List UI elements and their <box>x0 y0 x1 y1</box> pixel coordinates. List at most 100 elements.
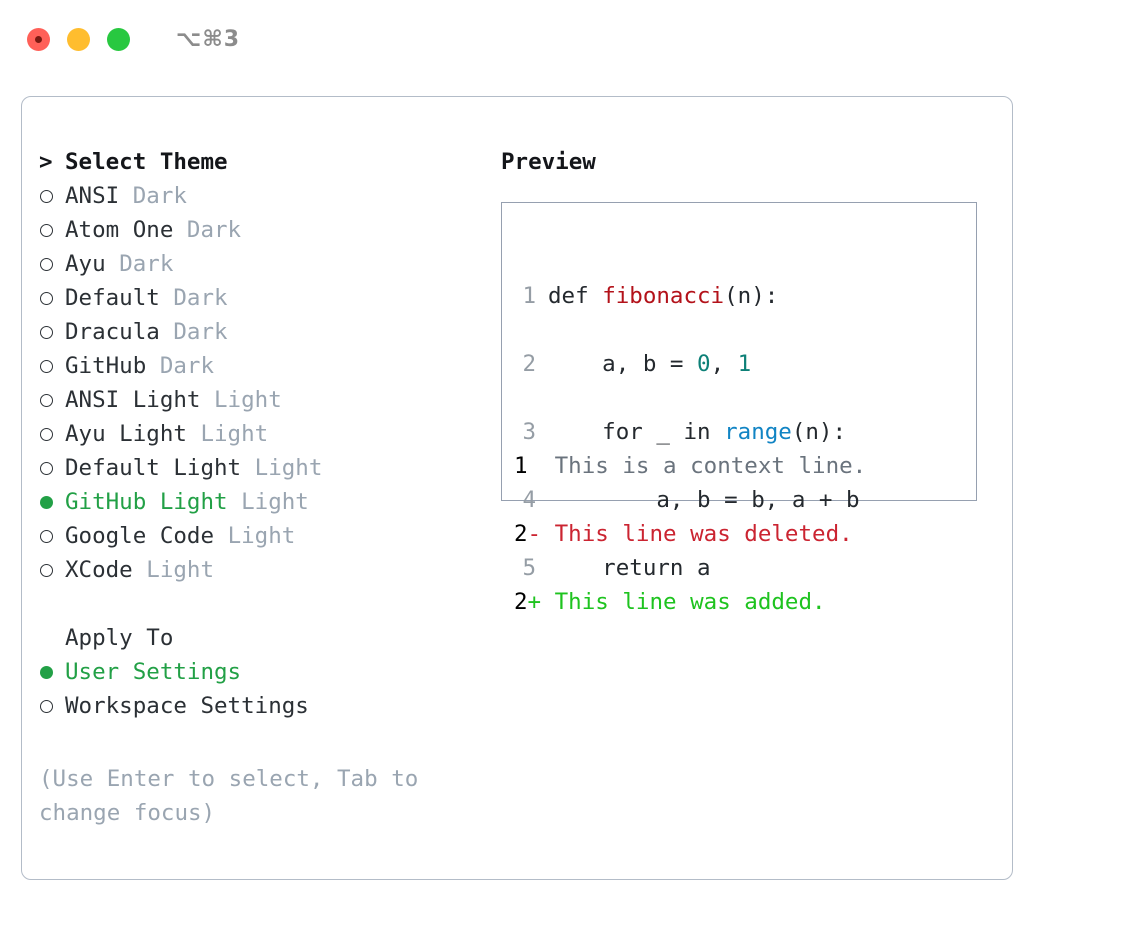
radio-icon[interactable] <box>39 417 65 451</box>
line-number: 3 <box>522 419 536 445</box>
apply-to-workspace-settings[interactable]: Workspace Settings <box>39 689 489 723</box>
theme-item-ayu-light[interactable]: Ayu Light Light <box>39 417 489 451</box>
code-line: 5 return a <box>514 551 860 585</box>
radio-icon[interactable] <box>39 451 65 485</box>
code-token: a, b = <box>548 351 698 377</box>
line-number: 2 <box>522 351 536 377</box>
line-number: 2 <box>514 521 528 547</box>
close-button-icon[interactable] <box>27 27 50 51</box>
theme-item-ansi[interactable]: ANSI Dark <box>39 179 489 213</box>
radio-icon[interactable] <box>39 689 65 723</box>
window-title: ⌥⌘3 <box>176 26 241 52</box>
radio-icon[interactable] <box>39 519 65 553</box>
radio-icon[interactable] <box>39 179 65 213</box>
theme-list-header: > Select Theme <box>39 145 489 179</box>
theme-name: ANSI Light <box>65 387 201 413</box>
code-token-number: 1 <box>737 351 752 377</box>
traffic-light-group <box>27 27 130 51</box>
code-token-function: fibonacci <box>602 283 725 309</box>
theme-name: Ayu Light <box>65 421 187 447</box>
diff-text: This is a context line. <box>554 453 867 479</box>
theme-variant: Dark <box>186 217 242 243</box>
theme-variant: Dark <box>173 319 228 345</box>
theme-selector-column: > Select Theme ANSI Dark Atom One Dark Ay… <box>39 145 489 723</box>
theme-name: Ayu <box>65 251 106 277</box>
theme-variant: Light <box>227 523 296 549</box>
theme-item-default[interactable]: Default Dark <box>39 281 489 315</box>
radio-icon[interactable] <box>39 247 65 281</box>
theme-variant: Dark <box>159 353 215 379</box>
code-line: 3 for _ in range(n): <box>514 415 860 449</box>
theme-item-default-light[interactable]: Default Light Light <box>39 451 489 485</box>
code-line: 2 a, b = 0, 1 <box>514 347 860 381</box>
radio-icon[interactable] <box>39 213 65 247</box>
theme-item-github[interactable]: GitHub Dark <box>39 349 489 383</box>
theme-item-ansi-light[interactable]: ANSI Light Light <box>39 383 489 417</box>
diff-text: This line was deleted. <box>554 521 853 547</box>
zoom-button-icon[interactable] <box>107 27 130 51</box>
code-token: , <box>710 351 738 377</box>
preview-title: Preview <box>501 149 596 175</box>
theme-item-ayu[interactable]: Ayu Dark <box>39 247 489 281</box>
radio-icon[interactable] <box>39 349 65 383</box>
diff-marker <box>528 453 542 479</box>
code-token: (n): <box>724 283 779 309</box>
radio-icon[interactable] <box>39 281 65 315</box>
line-number: 1 <box>522 283 536 309</box>
theme-name: Atom One <box>65 217 174 243</box>
theme-variant: Light <box>200 421 269 447</box>
code-token: a, b = b, a + b <box>548 487 860 513</box>
theme-item-github-light[interactable]: GitHub Light Light <box>39 485 489 519</box>
theme-variant: Light <box>214 387 282 413</box>
diff-sample: 1 This is a context line. 2- This line w… <box>514 415 866 687</box>
radio-icon[interactable] <box>39 315 65 349</box>
radio-icon-selected[interactable] <box>39 485 65 519</box>
theme-name: Dracula <box>65 319 160 345</box>
diff-line-deleted: 2- This line was deleted. <box>514 517 866 551</box>
keyboard-hint-text: (Use Enter to select, Tab to change focu… <box>39 766 419 826</box>
apply-to-label: Workspace Settings <box>65 693 309 719</box>
caret-icon: > <box>39 149 53 175</box>
radio-icon[interactable] <box>39 553 65 587</box>
theme-name: ANSI <box>65 183 120 209</box>
theme-item-dracula[interactable]: Dracula Dark <box>39 315 489 349</box>
line-number: 2 <box>514 589 528 615</box>
apply-to-header: Apply To <box>39 621 489 655</box>
theme-name: Google Code <box>65 523 215 549</box>
theme-variant: Dark <box>119 251 174 277</box>
theme-name: Default <box>65 285 160 311</box>
theme-item-google-code[interactable]: Google Code Light <box>39 519 489 553</box>
radio-icon[interactable] <box>39 383 65 417</box>
code-token: for _ in <box>548 419 725 445</box>
code-token: (n): <box>791 419 847 445</box>
theme-list-header-label: Select Theme <box>65 149 228 175</box>
theme-variant: Light <box>241 489 309 515</box>
code-token-builtin: range <box>724 419 792 445</box>
line-number: 5 <box>522 555 536 581</box>
theme-variant: Dark <box>173 285 228 311</box>
diff-line-context: 1 This is a context line. <box>514 449 866 483</box>
line-number: 1 <box>514 453 528 479</box>
diff-marker: - <box>527 521 542 547</box>
theme-item-xcode[interactable]: XCode Light <box>39 553 489 587</box>
theme-item-atom-one[interactable]: Atom One Dark <box>39 213 489 247</box>
theme-variant: Dark <box>132 183 187 209</box>
code-token-number: 0 <box>697 351 711 377</box>
minimize-button-icon[interactable] <box>67 27 90 51</box>
radio-icon-selected[interactable] <box>39 655 65 689</box>
code-token: def <box>548 283 603 309</box>
theme-variant: Light <box>254 455 323 481</box>
main-panel: > Select Theme ANSI Dark Atom One Dark Ay… <box>21 96 1013 880</box>
apply-to-user-settings[interactable]: User Settings <box>39 655 489 689</box>
diff-text: This line was added. <box>554 589 826 615</box>
apply-to-label: User Settings <box>65 659 242 685</box>
theme-name: Default Light <box>65 455 242 481</box>
diff-line-added: 2+ This line was added. <box>514 585 866 619</box>
theme-name: GitHub <box>65 353 147 379</box>
code-line: 4 a, b = b, a + b <box>514 483 860 517</box>
theme-name: XCode <box>65 557 133 583</box>
title-bar: ⌥⌘3 <box>0 0 1140 78</box>
